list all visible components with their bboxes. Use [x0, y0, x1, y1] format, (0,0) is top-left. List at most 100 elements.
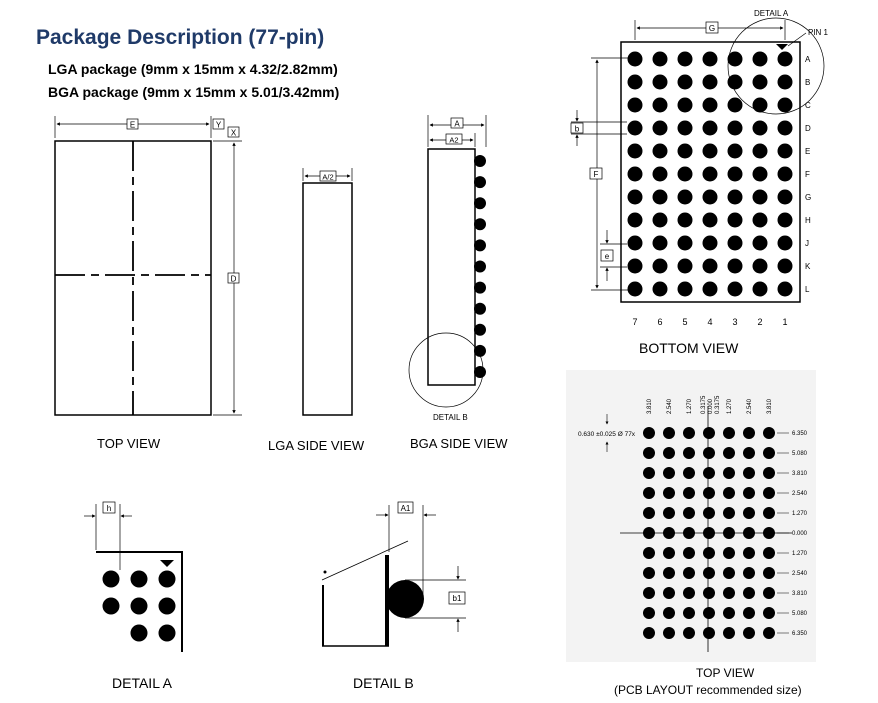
pcb-pad: [703, 507, 715, 519]
pcb-row-label: 0.000: [792, 531, 808, 537]
dim-label-b: b: [575, 125, 580, 134]
pcb-pad: [683, 567, 695, 579]
bottom-view-ball: [627, 212, 643, 228]
bottom-view-ball: [752, 143, 768, 159]
pcb-pad: [663, 587, 675, 599]
pcb-pad: [763, 447, 775, 459]
bottom-view-ball: [727, 166, 743, 182]
dim-label-d: D: [231, 275, 237, 284]
pcb-layout-drawing: 3.810 2.540 1.270 0.3175 0.000 0.3175 1.…: [566, 370, 816, 662]
caption-lga-side-view: LGA SIDE VIEW: [268, 438, 365, 453]
pcb-col-labels: 3.810 2.540 1.270 0.3175 0.000 0.3175 1.…: [647, 395, 773, 414]
bga-side-ball: [474, 281, 486, 294]
bga-side-ball: [474, 197, 486, 210]
bottom-view-ball: [652, 97, 668, 113]
pcb-pad: [703, 467, 715, 479]
bottom-view-ball: [752, 51, 768, 67]
bga-side-ball: [474, 239, 486, 252]
pcb-pad: [663, 607, 675, 619]
row-label-f: F: [805, 170, 810, 179]
row-label-d: D: [805, 124, 811, 133]
lga-package-line: LGA package (9mm x 15mm x 4.32/2.82mm): [48, 61, 338, 77]
pcb-pad: [683, 427, 695, 439]
bottom-view-ball: [777, 258, 793, 274]
pcb-pad: [683, 487, 695, 499]
col-label-2: 2: [757, 317, 762, 327]
pcb-pad: [703, 587, 715, 599]
bottom-view-ball: [652, 212, 668, 228]
top-view-drawing: E Y X D: [54, 116, 242, 416]
bga-side-ball: [474, 260, 486, 273]
bottom-view-ball: [627, 258, 643, 274]
pcb-pad: [663, 547, 675, 559]
pcb-row-label: 2.540: [792, 571, 808, 577]
bottom-view-ball: [777, 74, 793, 90]
bottom-view-ball: [677, 258, 693, 274]
bottom-view-ball: [702, 120, 718, 136]
pcb-pad: [743, 487, 755, 499]
caption-pcb-top-view: TOP VIEW: [696, 666, 755, 680]
bottom-view-row-labels: A B C D E F G H J K L: [805, 55, 811, 294]
detail-b-callout-circle: [408, 332, 484, 408]
pcb-pad: [663, 467, 675, 479]
dim-label-a: A: [454, 120, 460, 129]
bottom-view-ball: [677, 212, 693, 228]
detail-a-drawing: h: [84, 501, 183, 652]
pcb-pad-note: 0.630 ±0.025 Ø 77x: [578, 431, 636, 438]
pcb-pad: [723, 587, 735, 599]
pcb-pad: [763, 507, 775, 519]
dim-label-a-half: A/2: [322, 173, 333, 182]
col-label-3: 3: [732, 317, 737, 327]
bottom-view-ball: [627, 120, 643, 136]
pcb-pad: [683, 547, 695, 559]
bottom-view-ball: [627, 235, 643, 251]
pcb-pad: [663, 567, 675, 579]
bottom-view-ball: [652, 235, 668, 251]
bottom-view-ball: [752, 74, 768, 90]
bottom-view-ball: [627, 166, 643, 182]
pcb-pad: [663, 447, 675, 459]
bottom-view-ball: [752, 258, 768, 274]
bottom-view-ball: [652, 120, 668, 136]
bottom-view-ball: [727, 189, 743, 205]
bottom-view-ball: [727, 281, 743, 297]
row-label-j: J: [805, 239, 809, 248]
pcb-pad: [663, 507, 675, 519]
pcb-col-label: 2.540: [747, 398, 753, 414]
caption-bga-side-view: BGA SIDE VIEW: [410, 436, 508, 451]
bottom-view-ball: [702, 51, 718, 67]
pcb-pad: [683, 447, 695, 459]
row-label-k: K: [805, 262, 811, 271]
bga-side-outline: [427, 148, 476, 386]
bottom-view-ball: [652, 189, 668, 205]
row-label-a: A: [805, 55, 811, 64]
dim-label-f: F: [594, 170, 599, 179]
pcb-pad: [683, 627, 695, 639]
bottom-view-ball: [677, 74, 693, 90]
pcb-col-label: 0.3175: [701, 395, 707, 414]
pcb-row-label: 3.810: [792, 591, 808, 597]
bottom-view-ball: [627, 281, 643, 297]
bottom-view-ball: [727, 212, 743, 228]
pcb-pad: [723, 547, 735, 559]
detail-a-ball: [130, 570, 148, 588]
lga-side-view-drawing: A/2: [302, 168, 353, 416]
bga-package-line: BGA package (9mm x 15mm x 5.01/3.42mm): [48, 84, 340, 100]
pcb-pad: [683, 587, 695, 599]
bottom-view-ball: [652, 143, 668, 159]
pcb-pad: [743, 507, 755, 519]
pcb-pad: [643, 567, 655, 579]
pcb-row-label: 5.080: [792, 611, 808, 617]
detail-a-corner: [96, 551, 183, 652]
bottom-view-ball: [702, 212, 718, 228]
bottom-view-balls: [627, 51, 793, 297]
detail-a-callout-label: DETAIL A: [754, 9, 789, 18]
pcb-pad: [703, 487, 715, 499]
pcb-pad: [643, 607, 655, 619]
detail-a-pin1-icon: [160, 560, 174, 567]
bottom-view-ball: [677, 97, 693, 113]
bottom-view-ball: [702, 97, 718, 113]
pcb-pad: [723, 507, 735, 519]
bottom-view-ball: [727, 74, 743, 90]
row-label-g: G: [805, 193, 811, 202]
